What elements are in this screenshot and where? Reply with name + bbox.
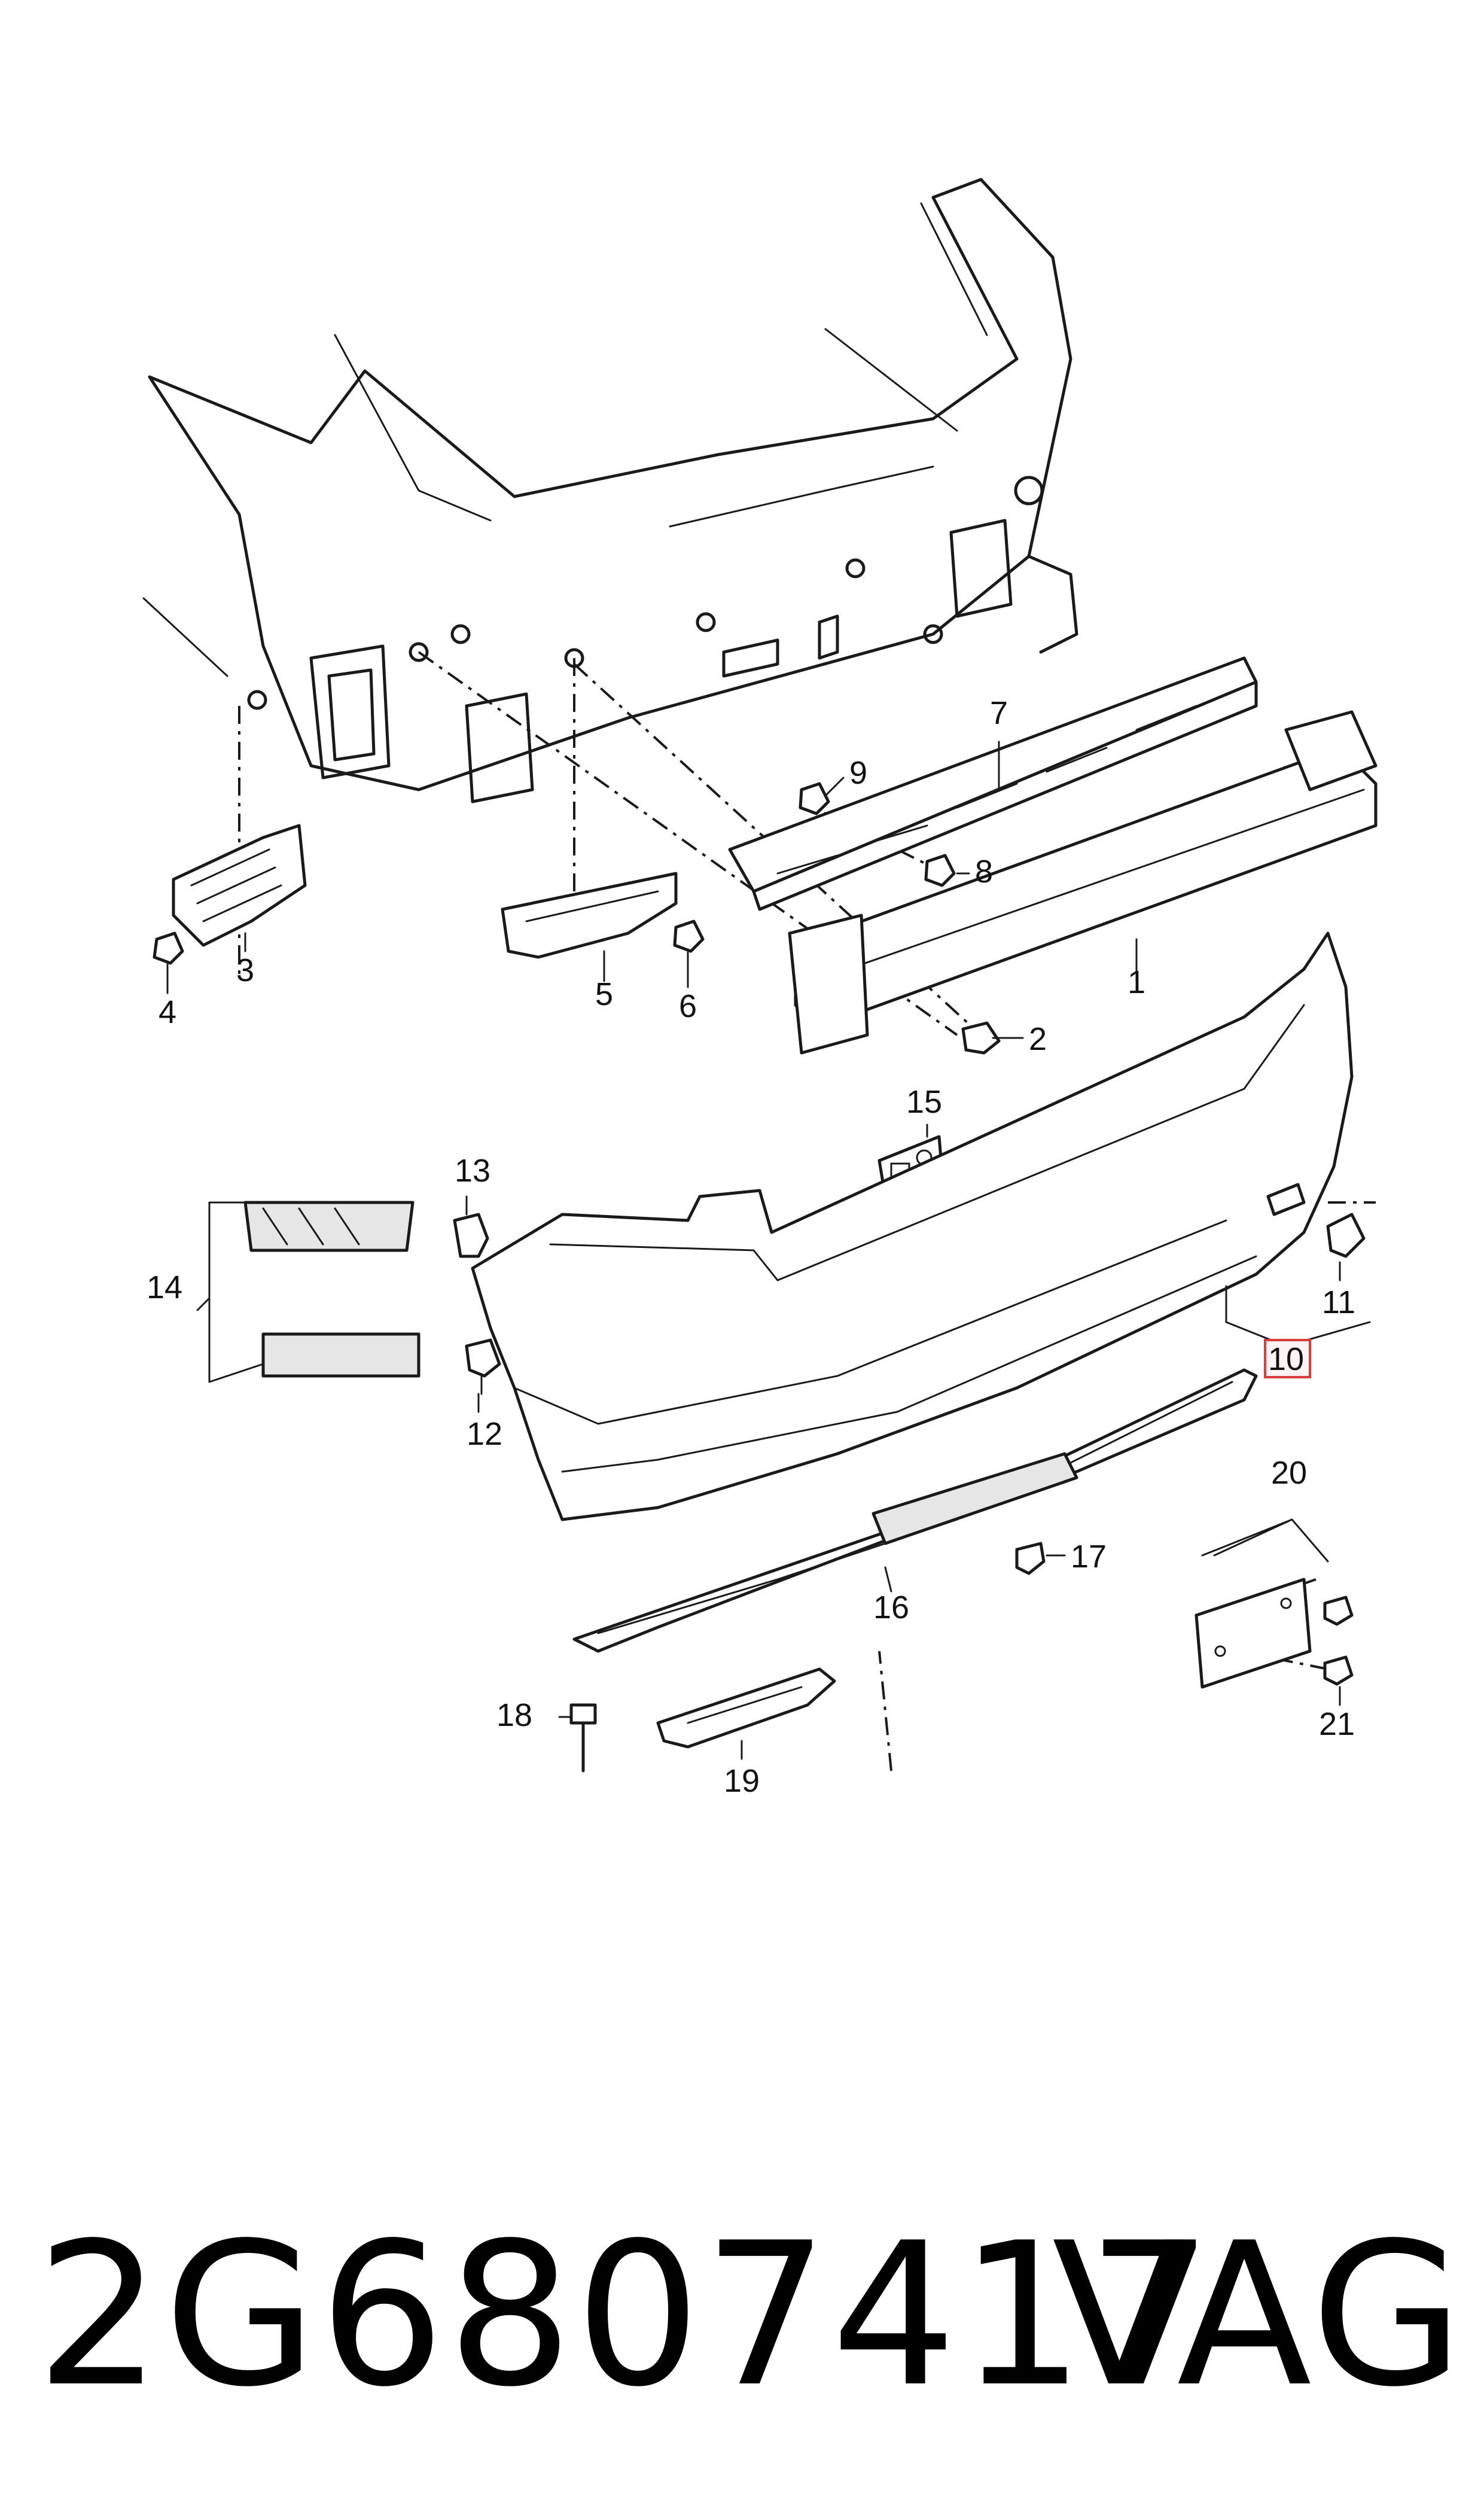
part-19-frame bbox=[656, 1667, 836, 1749]
callout-17: 17 bbox=[1071, 1539, 1107, 1575]
callout-5: 5 bbox=[595, 976, 613, 1012]
footer: 2G6807417 VAG bbox=[0, 2202, 1484, 2429]
callout-12: 12 bbox=[467, 1416, 502, 1452]
part-20-plate-bracket bbox=[1194, 1578, 1312, 1689]
fasteners bbox=[153, 782, 1001, 1055]
callout-10: 10 bbox=[1268, 1341, 1304, 1377]
callout-7: 7 bbox=[990, 695, 1008, 731]
part-1-bumper-carrier bbox=[788, 710, 1378, 1055]
part-10-bumper-cover bbox=[471, 931, 1354, 1521]
part-number: 2G6807417 bbox=[36, 2200, 1215, 2430]
part-18-rivet bbox=[569, 1703, 597, 1773]
callout-labels: 1 2 3 4 5 6 7 8 9 15 10 11 14 13 12 16 1… bbox=[147, 695, 1355, 1799]
vehicle-body-rear bbox=[142, 178, 1078, 803]
part-16-diffuser bbox=[572, 1368, 1258, 1653]
callout-6: 6 bbox=[679, 988, 697, 1024]
part-21-screw bbox=[1323, 1596, 1354, 1686]
callout-13: 13 bbox=[455, 1153, 490, 1189]
callout-20: 20 bbox=[1271, 1455, 1307, 1491]
nut-6 bbox=[673, 919, 705, 953]
callout-15: 15 bbox=[906, 1084, 942, 1120]
callout-14: 14 bbox=[147, 1269, 182, 1305]
bolt-9 bbox=[799, 782, 830, 815]
nut-8 bbox=[924, 854, 956, 887]
callout-8: 8 bbox=[975, 854, 993, 890]
brand-name: VAG bbox=[1052, 2200, 1466, 2430]
callout-18: 18 bbox=[496, 1697, 532, 1733]
part-14-trim-strips bbox=[243, 1201, 420, 1378]
part-12-screw bbox=[465, 1338, 501, 1395]
part-5-bracket-center bbox=[501, 872, 678, 959]
part-3-bracket-left bbox=[172, 824, 307, 947]
callout-9: 9 bbox=[849, 755, 867, 791]
part-11-cap bbox=[1326, 1213, 1366, 1258]
part-13-clip bbox=[453, 1213, 489, 1258]
callout-2: 2 bbox=[1029, 1021, 1047, 1057]
callout-19: 19 bbox=[724, 1763, 760, 1799]
leader-lines bbox=[166, 741, 1371, 1760]
callout-16: 16 bbox=[873, 1590, 909, 1625]
callout-3: 3 bbox=[236, 952, 254, 988]
callout-21: 21 bbox=[1319, 1706, 1355, 1742]
exploded-parts-diagram: 1 2 3 4 5 6 7 8 9 15 10 11 14 13 12 16 1… bbox=[142, 178, 1378, 1799]
part-17-clip bbox=[1015, 1542, 1046, 1575]
callout-10-highlight-box bbox=[1264, 1339, 1311, 1378]
callout-11: 11 bbox=[1322, 1284, 1355, 1320]
part-7-impact-absorber bbox=[728, 656, 1258, 911]
bolt-2 bbox=[961, 1021, 1001, 1055]
callout-1: 1 bbox=[1128, 964, 1145, 1000]
nut-4 bbox=[153, 931, 184, 965]
callout-4: 4 bbox=[159, 994, 176, 1030]
